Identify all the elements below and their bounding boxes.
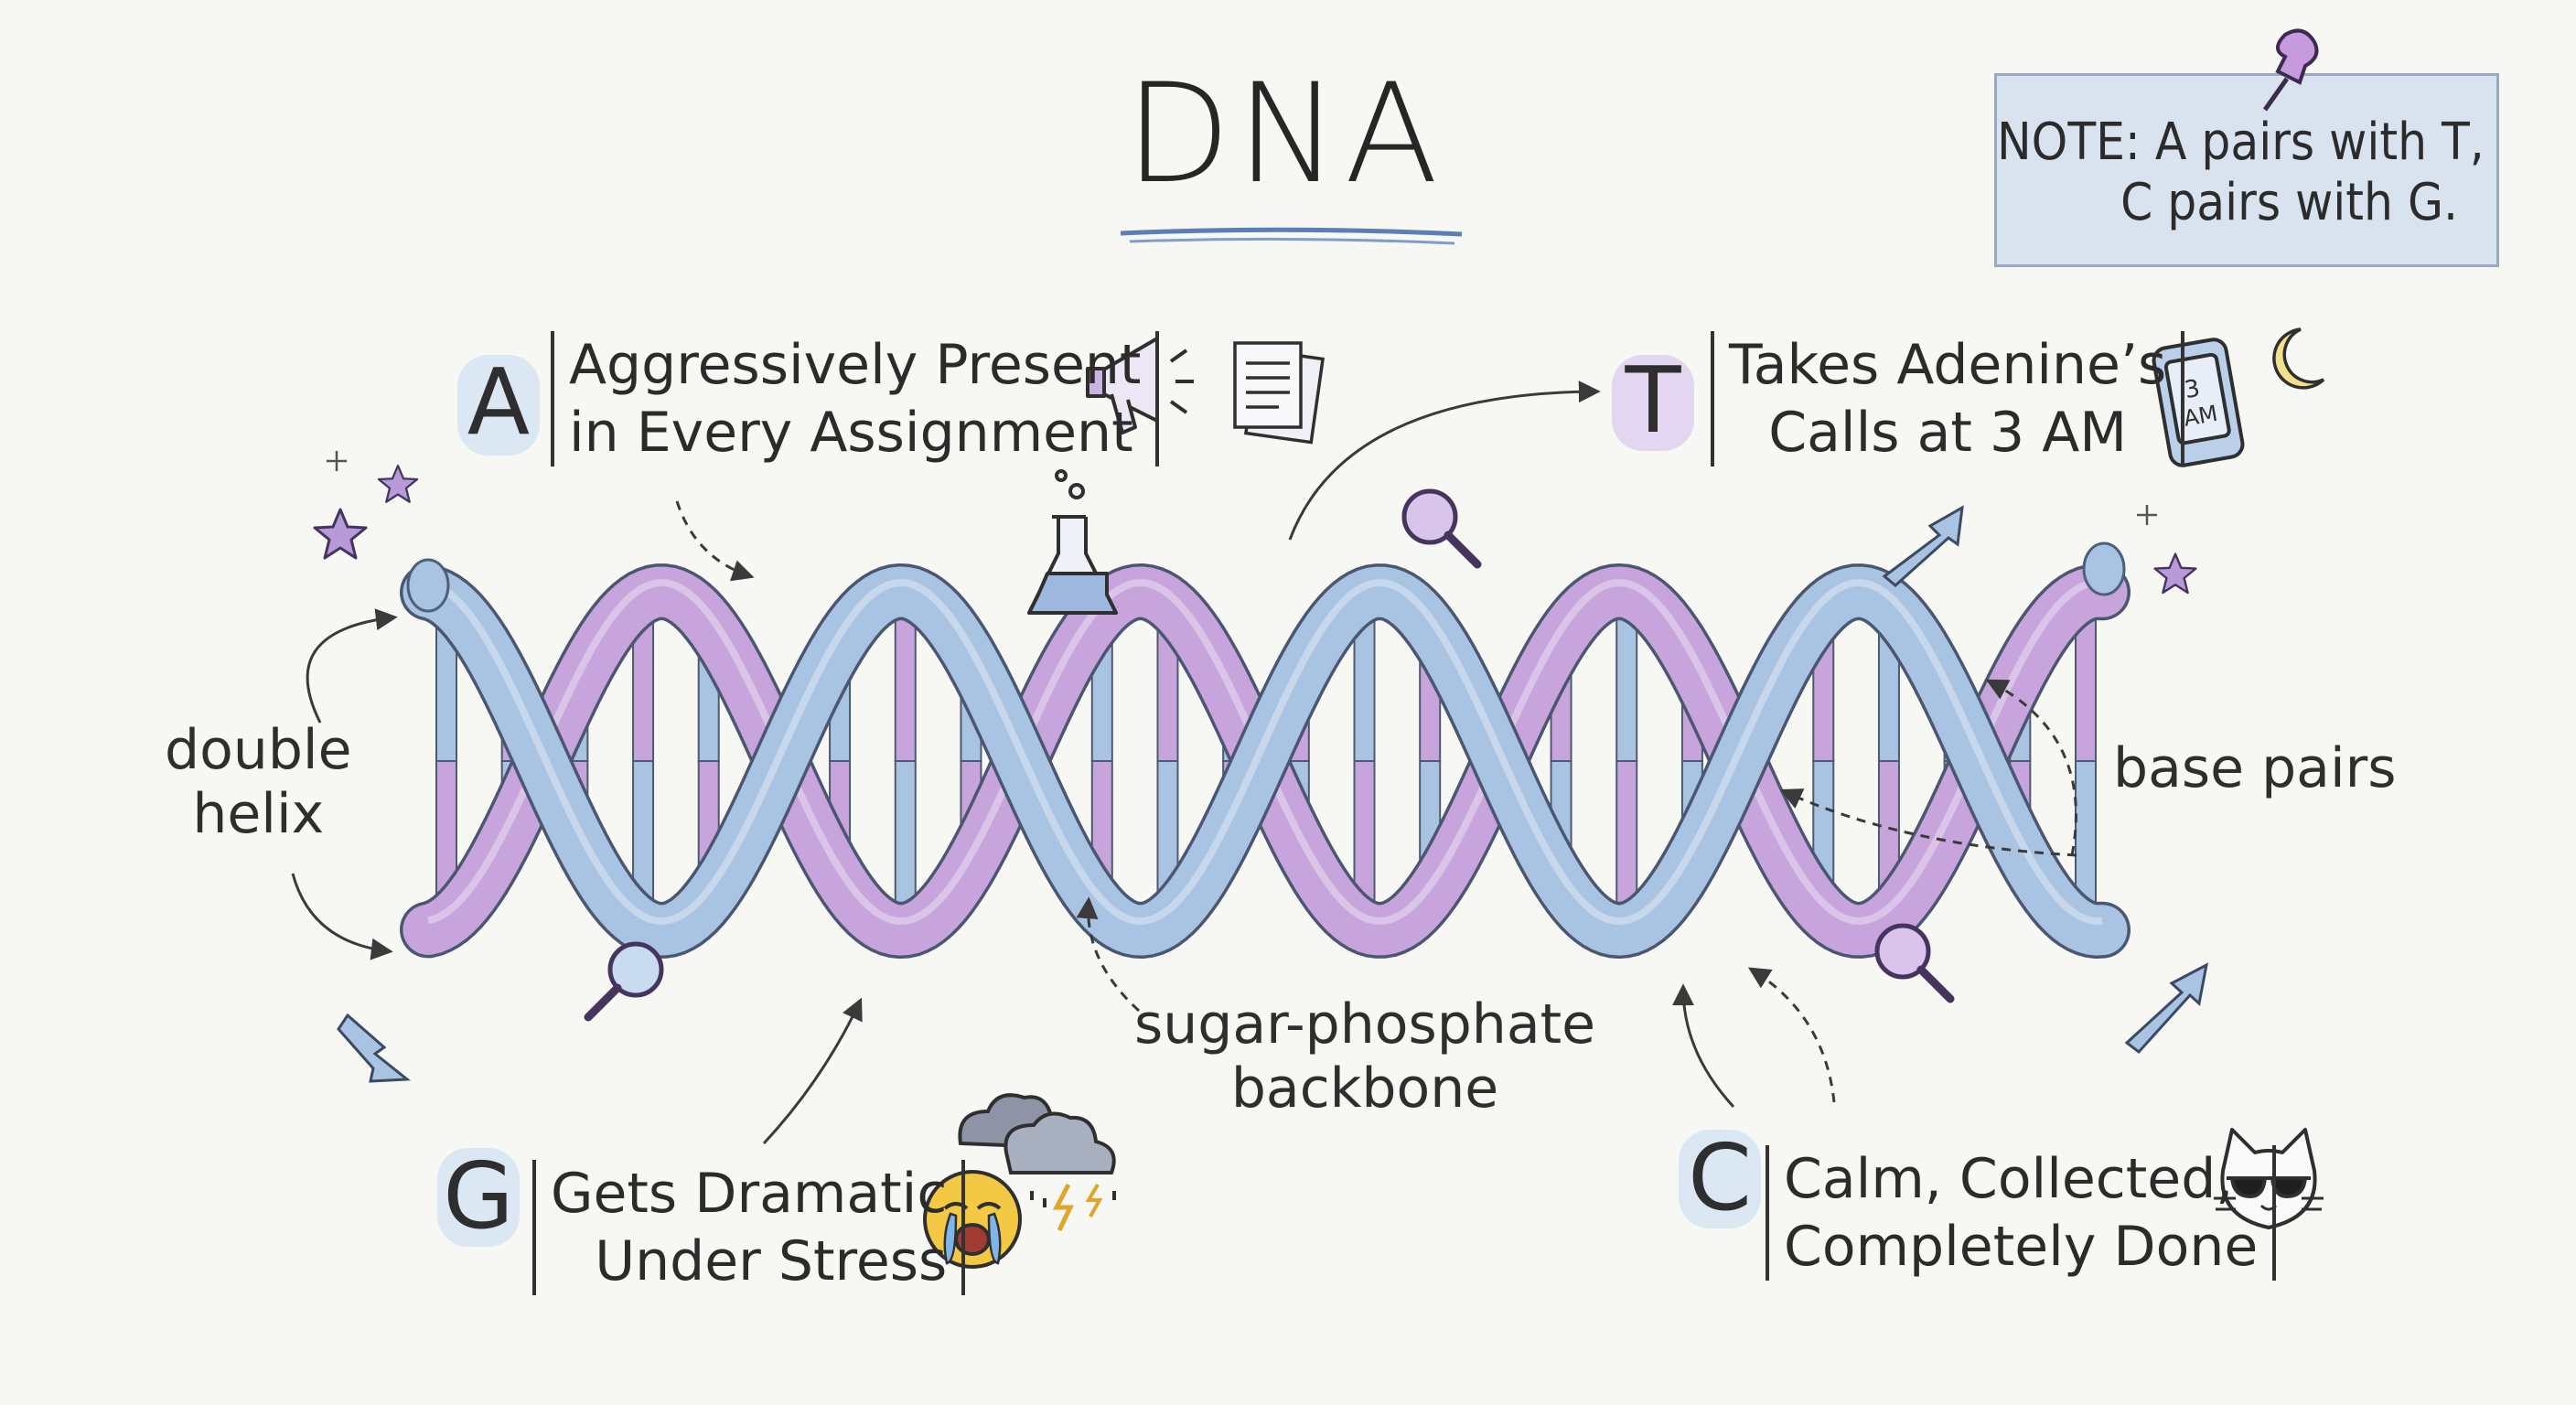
arrow-C: [1672, 983, 1735, 1109]
strand-cap-left: [406, 558, 450, 613]
arrow-G: [762, 997, 863, 1145]
flask-icon: [1027, 469, 1118, 615]
label-backbone-1: sugar-phosphate: [1134, 992, 1596, 1056]
base-letter-C: C: [1688, 1124, 1752, 1231]
arrow-double-helix-bottom: [291, 873, 393, 960]
star-icon: [377, 464, 419, 503]
note-line-1: NOTE: A pairs with T,: [1997, 113, 2485, 172]
helix-strands: [400, 563, 2131, 960]
base-G-line-1: Gets Dramatic: [551, 1162, 948, 1226]
magnifier-icon: [1874, 923, 1955, 1003]
blue-strand: [400, 563, 2131, 960]
arrow-T: [1288, 381, 1601, 541]
documents-icon: [1233, 341, 1326, 445]
arrow-A: [675, 500, 755, 582]
label-base-pairs: base pairs: [2113, 736, 2397, 800]
label-double-helix: double helix: [165, 718, 352, 846]
base-A-mnemonic: Aggressively Present in Every Assignment: [551, 331, 1160, 467]
arrow-double-helix-top: [306, 608, 398, 724]
cool-cat-icon: [2214, 1128, 2324, 1229]
page-title: DNA: [1125, 55, 1444, 214]
badge-C: [1679, 1130, 1761, 1228]
magnifier-icon: [1401, 488, 1482, 569]
base-letter-T: T: [1625, 347, 1681, 454]
base-letter-A: A: [467, 349, 531, 456]
label-double-helix-2: helix: [192, 782, 325, 846]
base-G-line-2: Under Stress: [595, 1229, 948, 1293]
label-backbone-2: backbone: [1230, 1056, 1499, 1121]
megaphone-icon: [1086, 337, 1194, 434]
title-underline: [1120, 227, 1463, 237]
phone-text: AM: [2182, 401, 2219, 432]
arrow-icon: [337, 1013, 412, 1083]
magnifier-icon: [584, 941, 664, 1022]
base-G-mnemonic: Gets Dramatic Under Stress: [532, 1160, 966, 1295]
base-C-mnemonic: Calm, Collected, Completely Done: [1766, 1145, 2277, 1281]
strand-cap-right: [2082, 542, 2126, 596]
base-C-line-1: Calm, Collected,: [1784, 1147, 2234, 1211]
pairing-note: NOTE: A pairs with T, C pairs with G.: [1994, 73, 2499, 267]
pushpin-icon: [2262, 28, 2319, 112]
base-A-line-2: in Every Assignment: [569, 401, 1133, 465]
arrow-icon: [1882, 505, 1964, 587]
label-double-helix-1: double: [165, 718, 352, 782]
base-T-line-2: Calls at 3 AM: [1768, 401, 2128, 465]
sparkle-icon: [2137, 505, 2157, 525]
arrow-base-pairs-top: [1985, 679, 2077, 856]
star-icon: [313, 508, 368, 560]
base-letter-G: G: [443, 1142, 514, 1249]
label-backbone: sugar-phosphate backbone: [1134, 992, 1595, 1121]
arrow-base-pairs-bottom: [1779, 788, 2077, 857]
badge-G: [437, 1148, 520, 1247]
sparkle-icon: [327, 451, 347, 471]
storm-cloud-icon: [958, 1093, 1116, 1232]
arrow-icon: [2124, 962, 2209, 1055]
arrow-backbone: [1076, 896, 1141, 1013]
arrow-C-dashed: [1747, 967, 1836, 1103]
base-T-mnemonic: Takes Adenine’s Calls at 3 AM: [1711, 331, 2185, 467]
phone-text: 3: [2183, 375, 2203, 404]
star-icon: [2153, 552, 2197, 595]
badge-T: [1612, 355, 1694, 451]
note-line-2: C pairs with G.: [2120, 173, 2458, 232]
base-T-line-1: Takes Adenine’s: [1729, 333, 2167, 397]
badge-A: [457, 355, 540, 456]
base-C-line-2: Completely Done: [1784, 1215, 2259, 1279]
moon-icon: [2272, 327, 2325, 390]
base-A-line-1: Aggressively Present: [569, 333, 1142, 397]
